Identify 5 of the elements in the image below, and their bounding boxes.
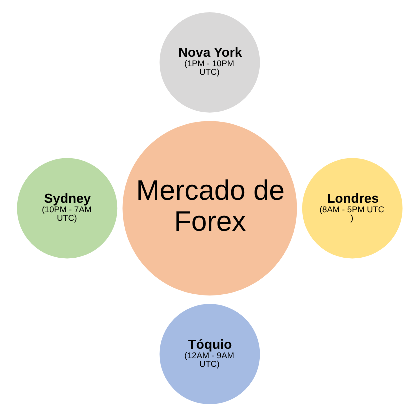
node-circle: Mercado de Forex — [122, 120, 298, 297]
node-circle: Tóquio (12AM - 9AM UTC) — [158, 303, 262, 406]
node-circle: Nova York (1PM - 10PM UTC) — [158, 12, 262, 114]
node-circle: Sydney (10PM - 7AM UTC) — [16, 157, 119, 260]
node-circle: Londres (8AM - 5PM UTC ) — [301, 157, 404, 260]
